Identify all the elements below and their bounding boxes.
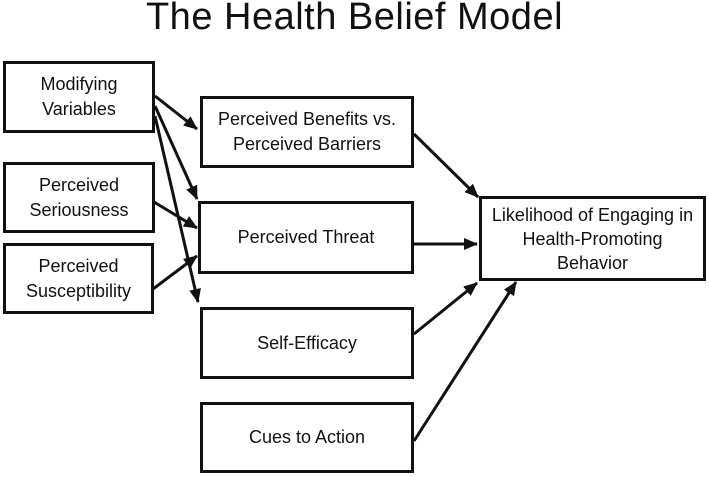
arrow-perceived-susceptibility-to-perceived-threat	[152, 254, 198, 291]
node-perceived-seriousness: Perceived Seriousness	[3, 162, 155, 233]
arrow-modifying-variables-to-self-efficacy	[153, 115, 201, 303]
arrow-modifying-variables-to-perceived-threat	[153, 105, 199, 200]
arrow-perceived-benefits-barriers-to-likelihood	[412, 132, 480, 199]
node-likelihood: Likelihood of Engaging in Health-Promoti…	[479, 196, 706, 281]
node-perceived-benefits-barriers: Perceived Benefits vs. Perceived Barrier…	[200, 96, 414, 168]
arrow-modifying-variables-to-perceived-benefits-barriers	[154, 94, 198, 131]
node-perceived-susceptibility: Perceived Susceptibility	[3, 243, 154, 314]
node-modifying-variables: Modifying Variables	[3, 61, 155, 133]
node-cues-to-action: Cues to Action	[200, 402, 414, 473]
diagram-title: The Health Belief Model	[145, 0, 564, 38]
node-perceived-threat: Perceived Threat	[198, 201, 414, 274]
arrow-cues-to-action-to-likelihood	[412, 281, 518, 442]
node-self-efficacy: Self-Efficacy	[200, 307, 414, 379]
arrow-perceived-seriousness-to-perceived-threat	[153, 200, 198, 230]
arrow-self-efficacy-to-likelihood	[413, 281, 478, 336]
